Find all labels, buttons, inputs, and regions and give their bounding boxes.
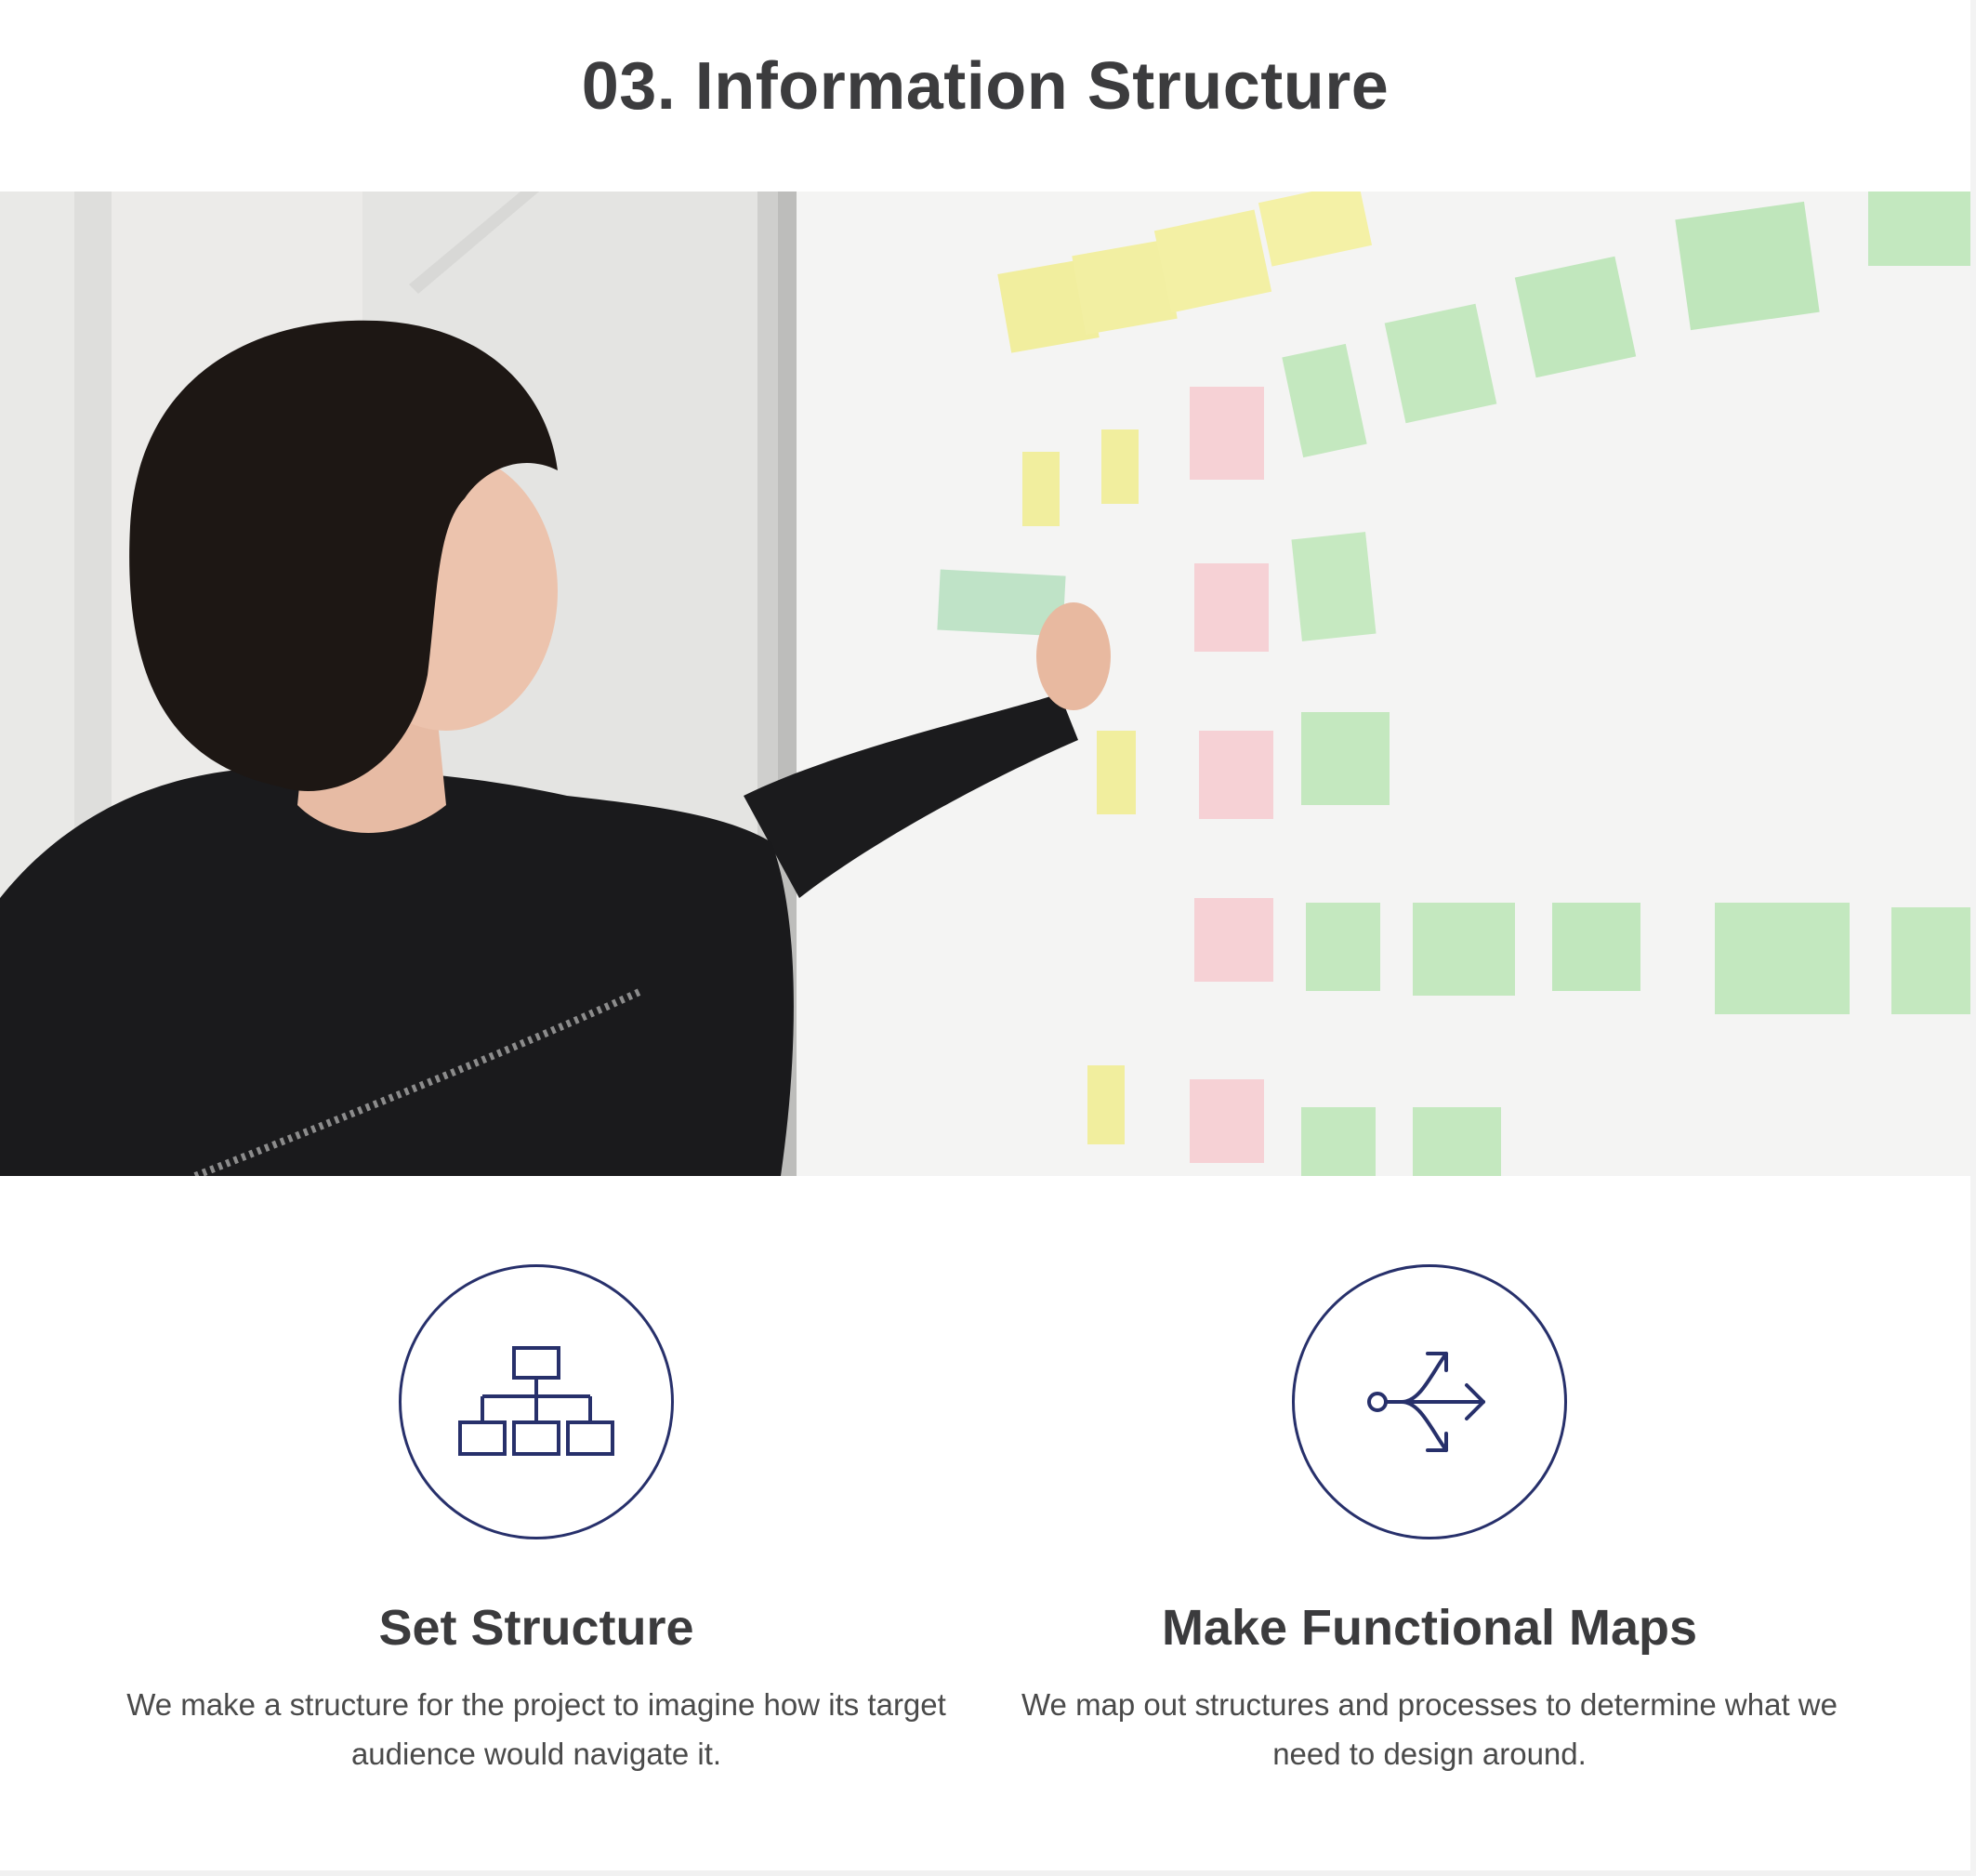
feature-functional-maps: Make Functional Maps We map out structur… xyxy=(983,1264,1876,1778)
feature-description: We map out structures and processes to d… xyxy=(1021,1687,1838,1772)
feature-description: We make a structure for the project to i… xyxy=(126,1687,946,1772)
feature-set-structure: Set Structure We make a structure for th… xyxy=(90,1264,982,1778)
sitemap-icon-circle xyxy=(399,1264,674,1539)
scrollbar-track[interactable] xyxy=(1970,0,1976,1876)
section-divider xyxy=(0,1870,1970,1876)
hero-image xyxy=(0,192,1970,1176)
branching-arrows-icon xyxy=(1367,1352,1485,1452)
section-title: 03. Information Structure xyxy=(581,49,1390,124)
person-figure xyxy=(0,320,1111,1176)
hero-illustration xyxy=(0,192,1970,1176)
sitemap-icon xyxy=(458,1346,614,1456)
sticky-notes-group xyxy=(937,192,1970,1176)
branching-arrows-icon-circle xyxy=(1292,1264,1567,1539)
feature-title: Make Functional Maps xyxy=(1161,1600,1698,1656)
feature-title: Set Structure xyxy=(378,1600,694,1656)
